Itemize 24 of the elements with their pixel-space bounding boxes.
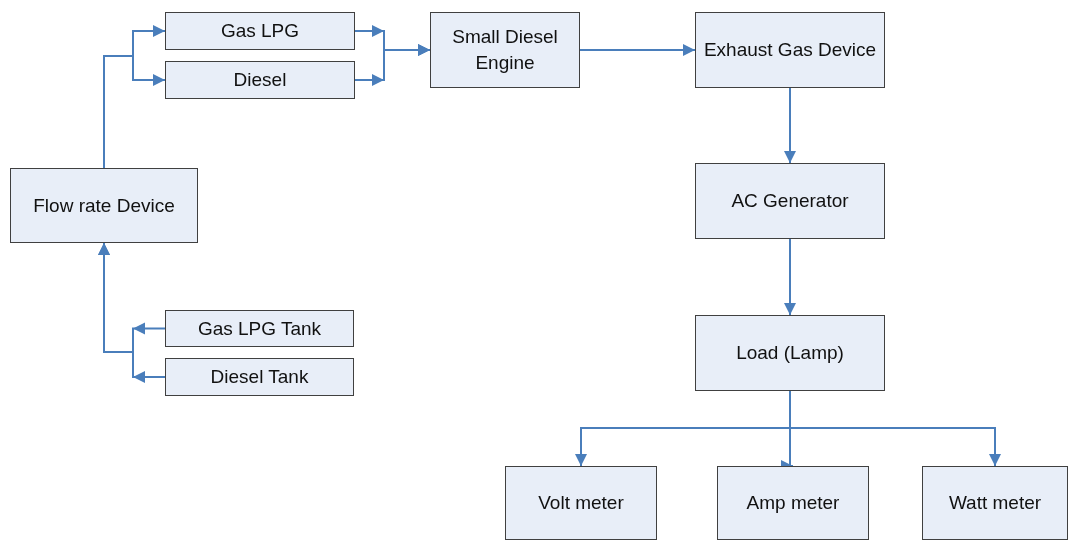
box-label: Amp meter (746, 491, 840, 516)
process-box (695, 163, 885, 239)
process-box (165, 310, 354, 347)
process-box (165, 12, 355, 50)
box-label: Flow rate Device (33, 193, 175, 218)
box-label: Diesel Tank (210, 365, 309, 390)
box-label: Gas LPG (220, 19, 300, 44)
process-box (505, 466, 657, 540)
process-box (922, 466, 1068, 540)
box-label: Small Diesel Engine (451, 25, 559, 75)
box-label: Exhaust Gas Device (703, 38, 877, 63)
process-box (165, 358, 354, 396)
box-label: Volt meter (538, 491, 624, 516)
process-box (717, 466, 869, 540)
process-box (430, 12, 580, 88)
box-label: Gas LPG Tank (197, 316, 322, 341)
process-box (10, 168, 198, 243)
box-label: Watt meter (948, 491, 1042, 516)
box-label: Load (Lamp) (736, 341, 844, 366)
process-box (695, 315, 885, 391)
process-box (165, 61, 355, 99)
process-box (695, 12, 885, 88)
box-label: AC Generator (731, 189, 849, 214)
box-label: Diesel (233, 68, 287, 93)
